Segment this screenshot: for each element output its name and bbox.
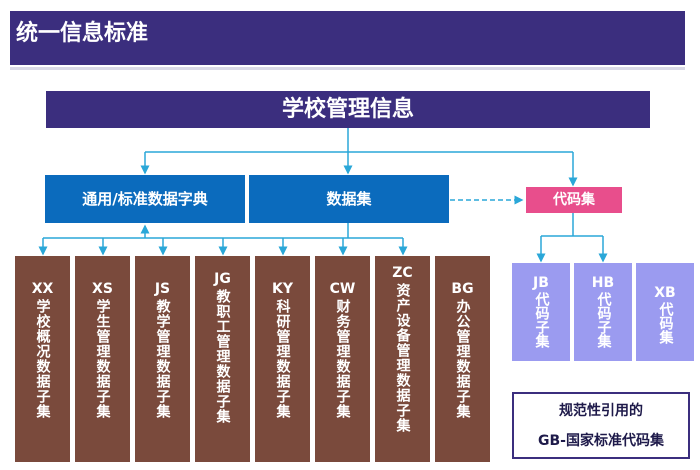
- dataset-subset-zc: ZC 资产设备管理数据子集: [375, 256, 430, 462]
- subset-name: 学生管理数据子集: [94, 299, 111, 419]
- code-subset-jb: JB 代码子集: [512, 263, 570, 361]
- subset-name: 资产设备管理数据子集: [394, 283, 411, 433]
- subset-name: 学校概况数据子集: [34, 299, 51, 419]
- code-subset-hb: HB 代码子集: [574, 263, 632, 361]
- gb-standard-note: 规范性引用的 GB-国家标准代码集: [512, 392, 690, 459]
- code-set-node: 代码集: [526, 187, 622, 213]
- dataset-subset-xx: XX 学校概况数据子集: [15, 256, 70, 462]
- code-subset-xb: XB 代码集: [636, 263, 694, 361]
- subset-code: JS: [154, 281, 171, 297]
- dataset-subset-js: JS 教学管理数据子集: [135, 256, 190, 462]
- subset-name: 教职工管理数据子集: [214, 289, 231, 424]
- subset-code: BG: [451, 281, 474, 297]
- subset-code: XX: [31, 281, 54, 297]
- dataset-subset-jg: JG 教职工管理数据子集: [195, 256, 250, 462]
- subset-code: XS: [92, 281, 113, 297]
- dataset-subset-bg: BG 办公管理数据子集: [435, 256, 490, 462]
- code-subset-code: XB: [654, 285, 676, 301]
- dataset-subset-ky: KY 科研管理数据子集: [255, 256, 310, 462]
- dataset-node: 数据集: [249, 175, 449, 223]
- code-subset-name: 代码集: [657, 302, 674, 344]
- code-subset-code: HB: [591, 275, 615, 291]
- gb-note-line1: 规范性引用的: [559, 402, 643, 419]
- dataset-subset-cw: CW 财务管理数据子集: [315, 256, 370, 462]
- code-subset-name: 代码子集: [595, 292, 612, 348]
- code-subset-code: JB: [533, 275, 549, 291]
- subset-code: JG: [214, 271, 231, 287]
- subset-name: 财务管理数据子集: [334, 299, 351, 419]
- subset-name: 办公管理数据子集: [454, 299, 471, 419]
- subset-code: CW: [329, 281, 356, 297]
- page-title: 统一信息标准: [10, 11, 685, 67]
- subset-name: 教学管理数据子集: [154, 299, 171, 419]
- root-node: 学校管理信息: [46, 91, 650, 128]
- subset-code: ZC: [392, 265, 413, 281]
- code-subset-name: 代码子集: [533, 292, 550, 348]
- subset-code: KY: [272, 281, 293, 297]
- gb-note-line2: GB-国家标准代码集: [538, 432, 664, 449]
- data-dictionary-node: 通用/标准数据字典: [45, 175, 245, 223]
- dataset-subset-xs: XS 学生管理数据子集: [75, 256, 130, 462]
- subset-name: 科研管理数据子集: [274, 299, 291, 419]
